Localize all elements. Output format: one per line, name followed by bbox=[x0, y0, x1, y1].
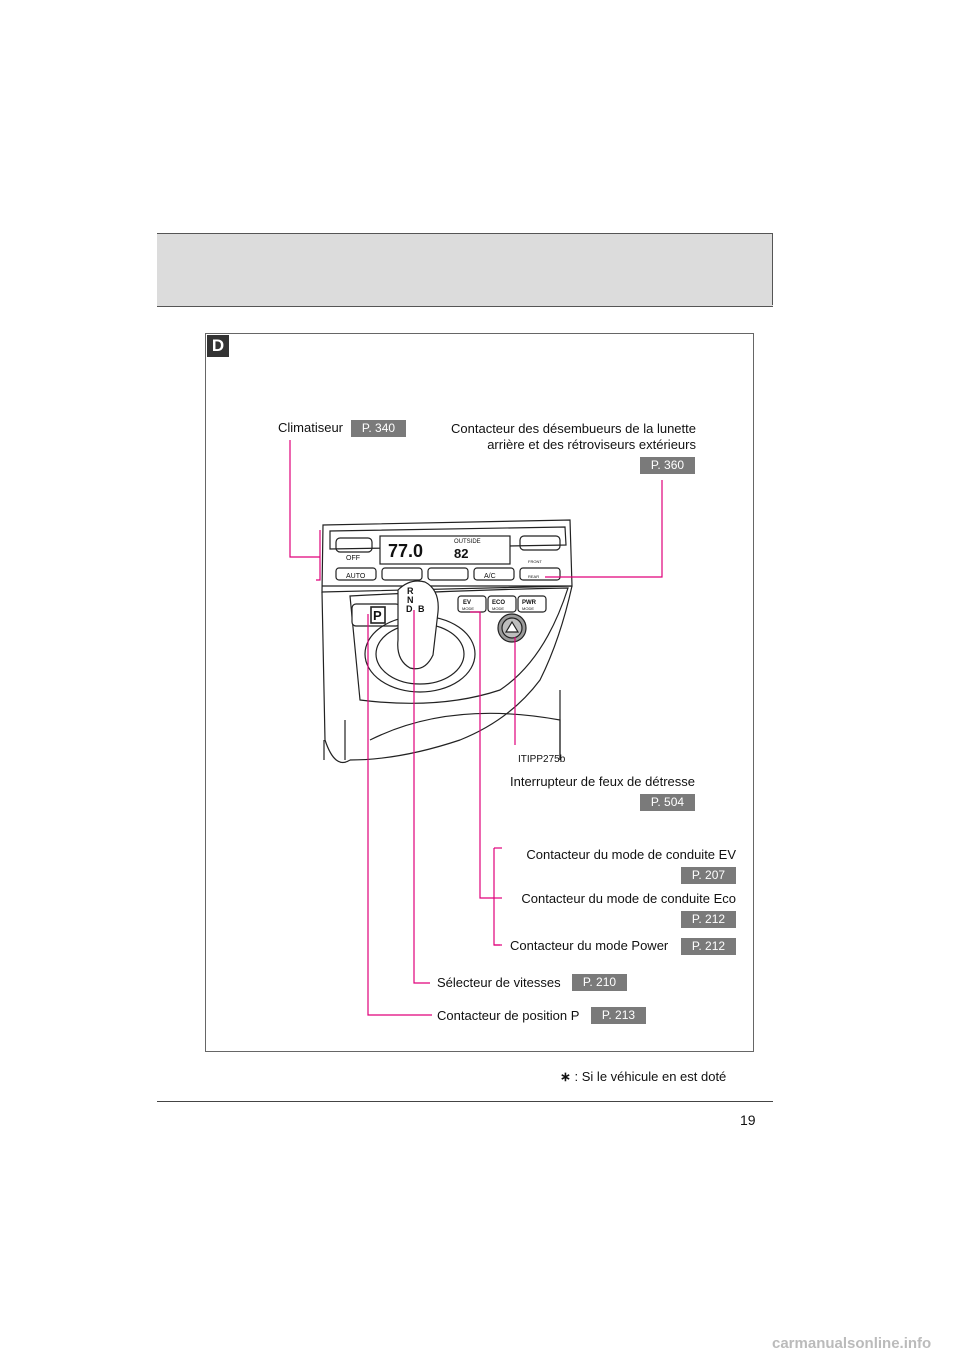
mode-ev-label: Contacteur du mode de conduite EV bbox=[526, 847, 736, 862]
mode-power-ref[interactable]: P. 212 bbox=[681, 938, 736, 955]
shift-b-label: B bbox=[418, 604, 425, 614]
eco-button[interactable]: ECO bbox=[492, 600, 505, 606]
footnote-text: : Si le véhicule en est doté bbox=[574, 1069, 727, 1084]
leader-lines bbox=[289, 440, 663, 1016]
position-p-ref[interactable]: P. 213 bbox=[591, 1007, 646, 1024]
feux-detresse-ref[interactable]: P. 504 bbox=[640, 794, 695, 811]
shift-n-label: N bbox=[407, 595, 414, 605]
rear-defrost-button[interactable]: REAR bbox=[528, 574, 539, 579]
section-frame bbox=[205, 333, 754, 1052]
section-letter: D bbox=[207, 335, 229, 357]
ac-button[interactable]: A/C bbox=[484, 573, 496, 580]
asterisk-icon: ∗ bbox=[560, 1069, 571, 1084]
mode-eco-label: Contacteur du mode de conduite Eco bbox=[521, 891, 736, 906]
selecteur-label: Sélecteur de vitesses bbox=[437, 975, 561, 990]
ev-mode-label: MODE bbox=[462, 606, 474, 611]
p-position-button[interactable]: P bbox=[373, 608, 382, 623]
image-code: ITIPP275b bbox=[518, 754, 566, 765]
power-button[interactable]: PWR bbox=[522, 600, 537, 606]
front-defrost-button[interactable]: FRONT bbox=[528, 559, 542, 564]
climatiseur-ref[interactable]: P. 340 bbox=[351, 420, 406, 437]
mode-eco-ref[interactable]: P. 212 bbox=[681, 911, 736, 928]
bottom-rule bbox=[157, 1101, 773, 1102]
watermark: carmanualsonline.info bbox=[772, 1335, 932, 1352]
auto-button[interactable]: AUTO bbox=[346, 573, 366, 580]
climatiseur-label: Climatiseur bbox=[278, 420, 344, 435]
mode-power-label: Contacteur du mode Power bbox=[510, 938, 669, 953]
selecteur-ref[interactable]: P. 210 bbox=[572, 974, 627, 991]
desembueurs-ref[interactable]: P. 360 bbox=[640, 457, 695, 474]
temp-display: 77.0 bbox=[388, 541, 423, 561]
feux-detresse-label: Interrupteur de feux de détresse bbox=[509, 774, 695, 789]
off-button[interactable]: OFF bbox=[346, 555, 360, 562]
position-p-label: Contacteur de position P bbox=[437, 1008, 580, 1023]
power-mode-label: MODE bbox=[522, 606, 534, 611]
ev-button[interactable]: EV bbox=[463, 600, 471, 606]
outside-label: OUTSIDE bbox=[454, 539, 481, 545]
header-divider bbox=[772, 233, 773, 305]
desembueurs-label-line2: arrière et des rétroviseurs extérieurs bbox=[487, 437, 696, 452]
mode-ev-ref[interactable]: P. 207 bbox=[681, 867, 736, 884]
shift-r-label: R bbox=[407, 586, 414, 596]
outside-temp: 82 bbox=[454, 546, 468, 561]
header-band bbox=[157, 233, 773, 307]
eco-mode-label: MODE bbox=[492, 606, 504, 611]
page-number: 19 bbox=[740, 1112, 756, 1128]
footnote: ∗ : Si le véhicule en est doté bbox=[560, 1069, 726, 1085]
shift-d-label: D bbox=[406, 604, 413, 614]
desembueurs-label-line1: Contacteur des désembueurs de la lunette bbox=[451, 421, 696, 436]
